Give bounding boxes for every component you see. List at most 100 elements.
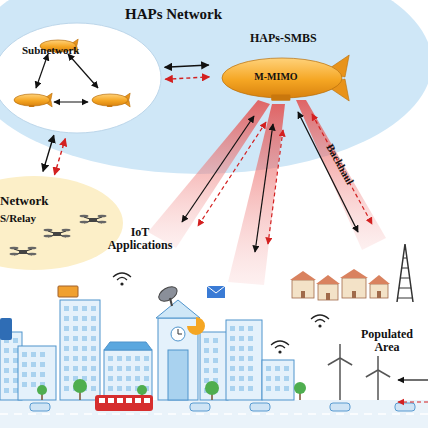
drone-rotor xyxy=(44,235,53,238)
building-window xyxy=(230,326,235,331)
bus-window xyxy=(144,398,150,403)
building-window xyxy=(213,348,218,353)
bus-window xyxy=(99,398,105,403)
building-window xyxy=(91,306,96,311)
building-window xyxy=(108,356,113,361)
building-window xyxy=(213,358,218,363)
building xyxy=(226,320,262,400)
clock-hand xyxy=(178,329,179,334)
building-window xyxy=(213,368,218,373)
subnetwork-ellipse-outline xyxy=(0,22,162,134)
building-window xyxy=(22,362,27,367)
building-window xyxy=(204,368,209,373)
house-door xyxy=(377,291,381,298)
building-window xyxy=(64,386,69,391)
bus-window xyxy=(117,398,123,403)
building-window xyxy=(4,388,9,393)
wifi-arc xyxy=(315,320,325,323)
car xyxy=(30,403,50,411)
building-window xyxy=(275,376,280,381)
turbine-pole xyxy=(339,358,341,400)
building-window xyxy=(40,362,45,367)
cell-tower xyxy=(397,244,413,302)
drone-rotor xyxy=(98,215,107,218)
building-window xyxy=(82,346,87,351)
building-window xyxy=(117,366,122,371)
building-window xyxy=(64,306,69,311)
building-window xyxy=(31,372,36,377)
building-window xyxy=(108,386,113,391)
drone-rotor xyxy=(62,229,71,232)
building-window xyxy=(22,352,27,357)
network-ellipse-shape xyxy=(0,0,428,174)
pie-icon xyxy=(187,317,205,335)
road-marking xyxy=(0,413,428,415)
building-window xyxy=(82,356,87,361)
wifi-arc xyxy=(311,315,329,319)
building-window xyxy=(239,356,244,361)
building-window xyxy=(64,356,69,361)
drone-body xyxy=(89,218,97,222)
clock-hand xyxy=(178,334,182,335)
building-window xyxy=(275,366,280,371)
building-window xyxy=(230,376,235,381)
drone xyxy=(44,229,71,238)
building-window xyxy=(117,356,122,361)
house-roof xyxy=(316,275,340,284)
cell-tower-bar xyxy=(397,298,412,299)
building-window xyxy=(73,316,78,321)
drone-rotor xyxy=(10,253,19,256)
building xyxy=(262,360,294,400)
building-window xyxy=(91,336,96,341)
smbs-airship: HAPs-SMBSM-MIMO xyxy=(212,30,354,104)
building xyxy=(200,332,228,400)
cell-tower-bar xyxy=(402,268,409,269)
uav-ellipse-shape xyxy=(0,176,123,270)
building-window xyxy=(239,326,244,331)
airship xyxy=(222,55,349,101)
building-window xyxy=(64,336,69,341)
airship-gondola xyxy=(271,94,290,100)
building-window xyxy=(31,362,36,367)
drone xyxy=(80,215,107,224)
building-window xyxy=(91,376,96,381)
building-window xyxy=(239,336,244,341)
building-window xyxy=(64,366,69,371)
building-window xyxy=(64,316,69,321)
solid-black-arrow xyxy=(298,112,358,232)
building-window xyxy=(22,382,27,387)
building-window xyxy=(4,348,9,353)
wifi-arc xyxy=(113,273,131,277)
wifi-arc xyxy=(117,278,127,281)
building-window xyxy=(13,348,18,353)
building-window xyxy=(275,386,280,391)
drone-rotor xyxy=(28,253,37,256)
building-window xyxy=(91,366,96,371)
drone-rotor xyxy=(80,215,89,218)
uav-ellipse: NetworkS/Relay xyxy=(0,176,123,270)
building-window xyxy=(4,368,9,373)
building-window xyxy=(108,366,113,371)
building-window xyxy=(73,336,78,341)
building-window xyxy=(266,386,271,391)
mimo-label: M-MIMO xyxy=(246,71,306,82)
building-window xyxy=(91,346,96,351)
solid-black-arrow xyxy=(255,124,273,252)
airship xyxy=(92,93,130,107)
network-title: HAPs Network xyxy=(125,6,222,23)
subnetwork-label: Subnetwork xyxy=(22,44,79,56)
building-window xyxy=(239,386,244,391)
building-window xyxy=(239,346,244,351)
building-window xyxy=(248,356,253,361)
drone-rotor xyxy=(98,221,107,224)
dashed-red-arrow xyxy=(312,114,372,224)
building xyxy=(104,350,152,400)
dashed-link-arrow xyxy=(55,139,66,175)
building-window xyxy=(248,366,253,371)
building-window xyxy=(82,336,87,341)
network-ellipse: HAPs NetworkSubnetwork HAPs-SMBSM-MIMO xyxy=(0,0,428,174)
car xyxy=(250,403,270,411)
wifi-icon xyxy=(113,273,131,286)
